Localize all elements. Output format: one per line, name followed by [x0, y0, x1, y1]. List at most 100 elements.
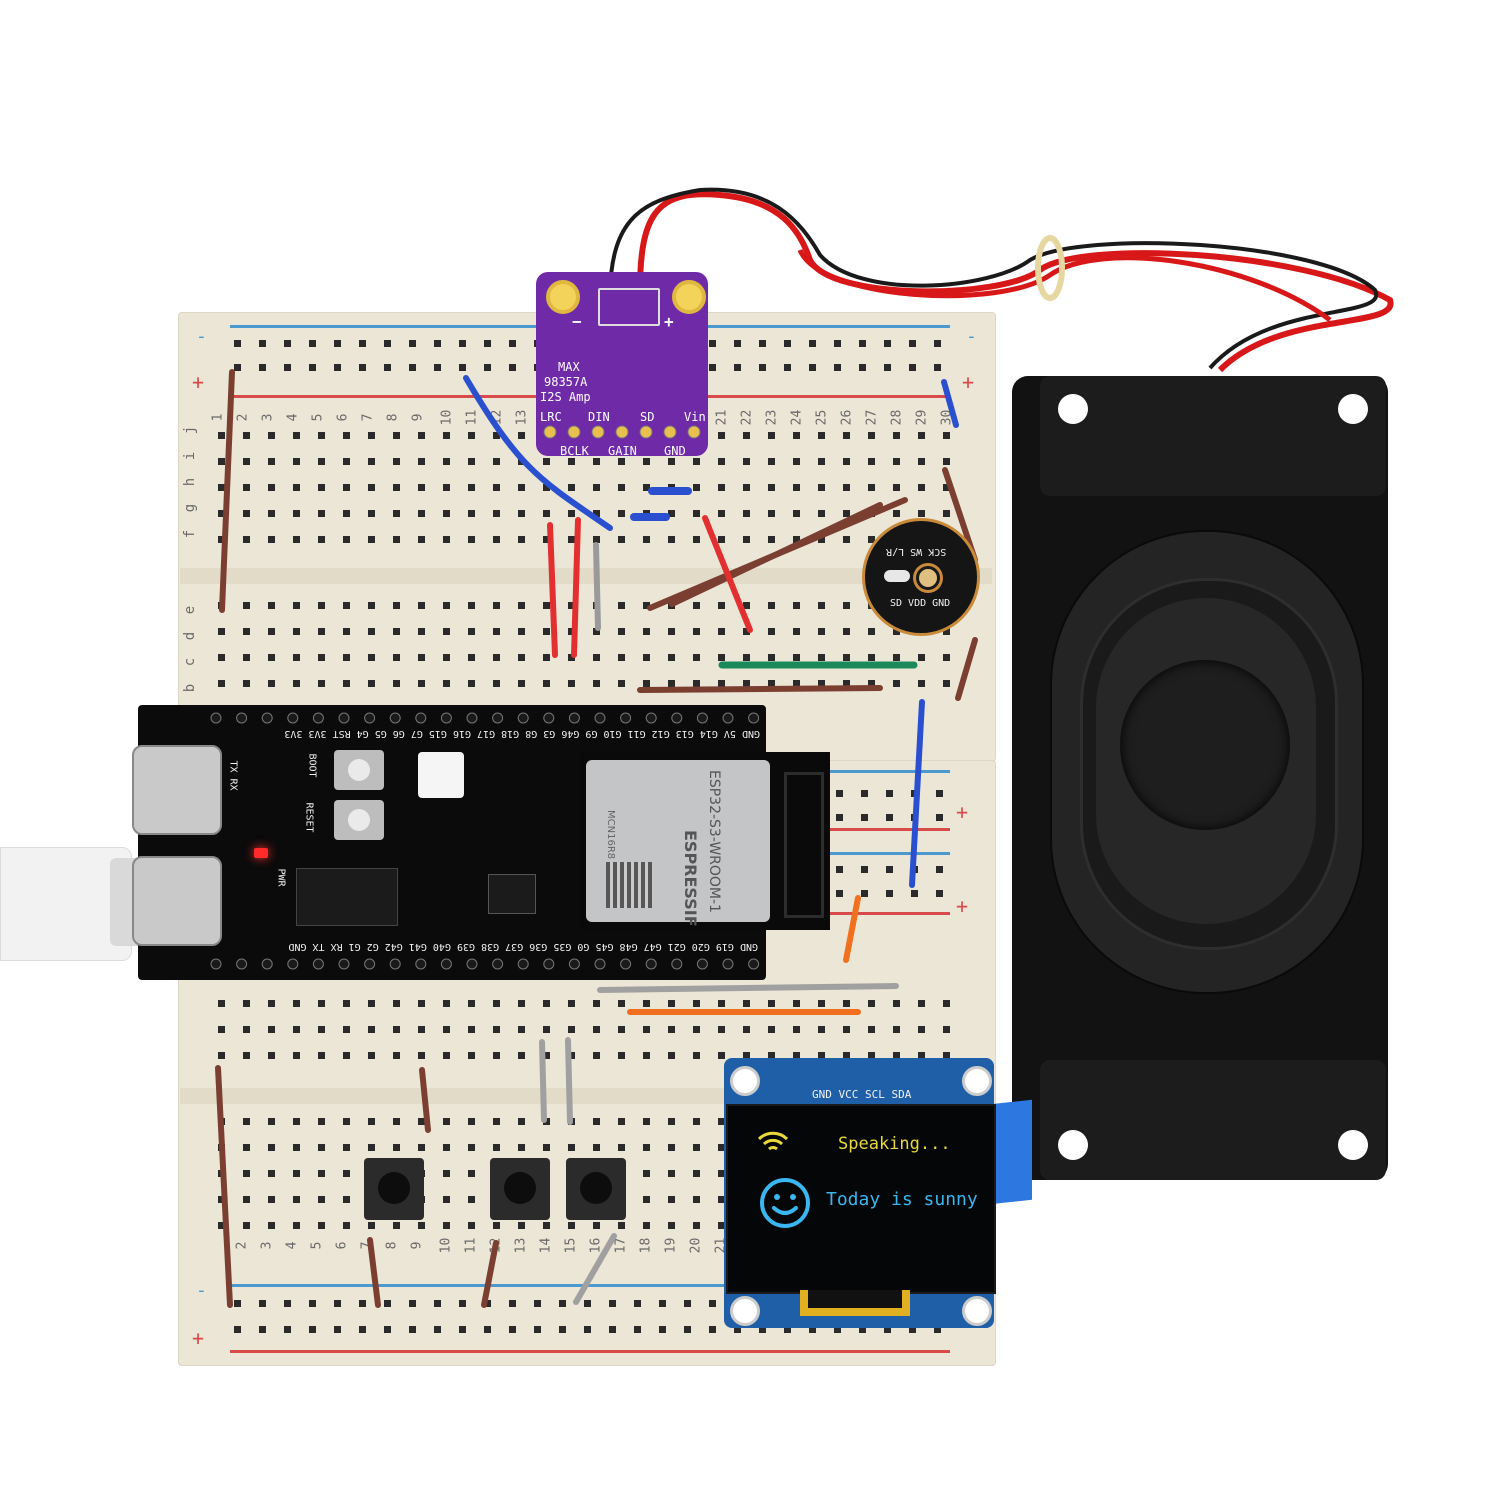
- breadboard-hole: [518, 484, 525, 491]
- breadboard-hole: [693, 602, 700, 609]
- cable-tie: [1035, 235, 1065, 301]
- breadboard-hole: [943, 484, 950, 491]
- breadboard-hole: [718, 1170, 725, 1177]
- breadboard-hole: [861, 814, 868, 821]
- breadboard-hole: [936, 790, 943, 797]
- tactile-button-3[interactable]: [566, 1158, 626, 1220]
- breadboard-hole: [434, 1326, 441, 1333]
- breadboard-hole: [734, 1326, 741, 1333]
- breadboard-hole: [384, 1326, 391, 1333]
- breadboard-hole: [459, 364, 466, 371]
- breadboard-hole: [618, 680, 625, 687]
- breadboard-hole: [343, 680, 350, 687]
- breadboard-hole: [443, 1170, 450, 1177]
- breadboard-hole: [368, 680, 375, 687]
- breadboard-hole: [243, 1196, 250, 1203]
- breadboard-hole: [918, 654, 925, 661]
- breadboard-hole: [709, 1300, 716, 1307]
- breadboard-hole: [493, 432, 500, 439]
- rail-minus-label: -: [196, 1280, 207, 1301]
- breadboard-hole: [243, 484, 250, 491]
- breadboard-hole: [543, 654, 550, 661]
- breadboard-hole: [693, 1222, 700, 1229]
- breadboard-hole: [534, 1300, 541, 1307]
- usb-c-port-top[interactable]: [132, 745, 222, 835]
- breadboard-hole: [268, 484, 275, 491]
- reset-button[interactable]: [334, 800, 384, 840]
- header-pin: [415, 712, 427, 724]
- breadboard-hole: [609, 1326, 616, 1333]
- breadboard-hole: [393, 1052, 400, 1059]
- breadboard-hole: [543, 680, 550, 687]
- header-pin: [389, 712, 401, 724]
- breadboard-hole: [859, 1326, 866, 1333]
- breadboard-hole: [243, 1170, 250, 1177]
- breadboard-hole: [893, 1052, 900, 1059]
- breadboard-hole: [861, 866, 868, 873]
- breadboard-hole: [343, 654, 350, 661]
- tactile-button-1[interactable]: [364, 1158, 424, 1220]
- breadboard-hole: [318, 654, 325, 661]
- header-pin: [591, 425, 605, 439]
- breadboard-hole: [818, 536, 825, 543]
- breadboard-hole: [793, 458, 800, 465]
- header-pin: [645, 958, 657, 970]
- breadboard-hole: [393, 1222, 400, 1229]
- mount-hole: [962, 1296, 992, 1326]
- breadboard-hole: [318, 1196, 325, 1203]
- breadboard-hole: [293, 680, 300, 687]
- breadboard-hole: [934, 364, 941, 371]
- breadboard-hole: [518, 432, 525, 439]
- breadboard-hole: [343, 536, 350, 543]
- breadboard-hole: [284, 340, 291, 347]
- breadboard-hole: [809, 364, 816, 371]
- breadboard-hole: [309, 340, 316, 347]
- breadboard-hole: [568, 1144, 575, 1151]
- breadboard-hole: [543, 484, 550, 491]
- breadboard-hole: [784, 340, 791, 347]
- tactile-button-2[interactable]: [490, 1158, 550, 1220]
- breadboard-hole: [843, 458, 850, 465]
- header-pin: [620, 712, 632, 724]
- breadboard-hole: [218, 1196, 225, 1203]
- breadboard-hole: [593, 1144, 600, 1151]
- breadboard-hole: [443, 510, 450, 517]
- breadboard-hole: [818, 628, 825, 635]
- breadboard-hole: [518, 602, 525, 609]
- breadboard-hole: [309, 1300, 316, 1307]
- boot-button[interactable]: [334, 750, 384, 790]
- breadboard-hole: [234, 340, 241, 347]
- breadboard-hole: [718, 432, 725, 439]
- breadboard-hole: [668, 510, 675, 517]
- breadboard-hole: [443, 1052, 450, 1059]
- breadboard-hole: [668, 1052, 675, 1059]
- breadboard-hole: [893, 1026, 900, 1033]
- breadboard-hole: [468, 602, 475, 609]
- breadboard-hole: [593, 484, 600, 491]
- usb-c-port-bottom[interactable]: [132, 856, 222, 946]
- breadboard-hole: [518, 628, 525, 635]
- breadboard-hole: [843, 654, 850, 661]
- breadboard-hole: [268, 432, 275, 439]
- header-pin: [261, 958, 273, 970]
- breadboard-hole: [218, 680, 225, 687]
- breadboard-hole: [918, 680, 925, 687]
- breadboard-hole: [243, 510, 250, 517]
- breadboard-hole: [643, 458, 650, 465]
- breadboard-hole: [284, 1300, 291, 1307]
- breadboard-hole: [368, 1000, 375, 1007]
- breadboard-hole: [843, 602, 850, 609]
- breadboard-hole: [709, 364, 716, 371]
- breadboard-hole: [843, 536, 850, 543]
- breadboard-hole: [368, 432, 375, 439]
- breadboard-hole: [443, 1144, 450, 1151]
- breadboard-hole: [743, 1052, 750, 1059]
- breadboard-hole: [818, 510, 825, 517]
- breadboard-hole: [936, 890, 943, 897]
- breadboard-hole: [343, 1052, 350, 1059]
- breadboard-hole: [293, 654, 300, 661]
- breadboard-hole: [318, 680, 325, 687]
- breadboard-hole: [793, 536, 800, 543]
- usb-uart-chip: [296, 868, 398, 926]
